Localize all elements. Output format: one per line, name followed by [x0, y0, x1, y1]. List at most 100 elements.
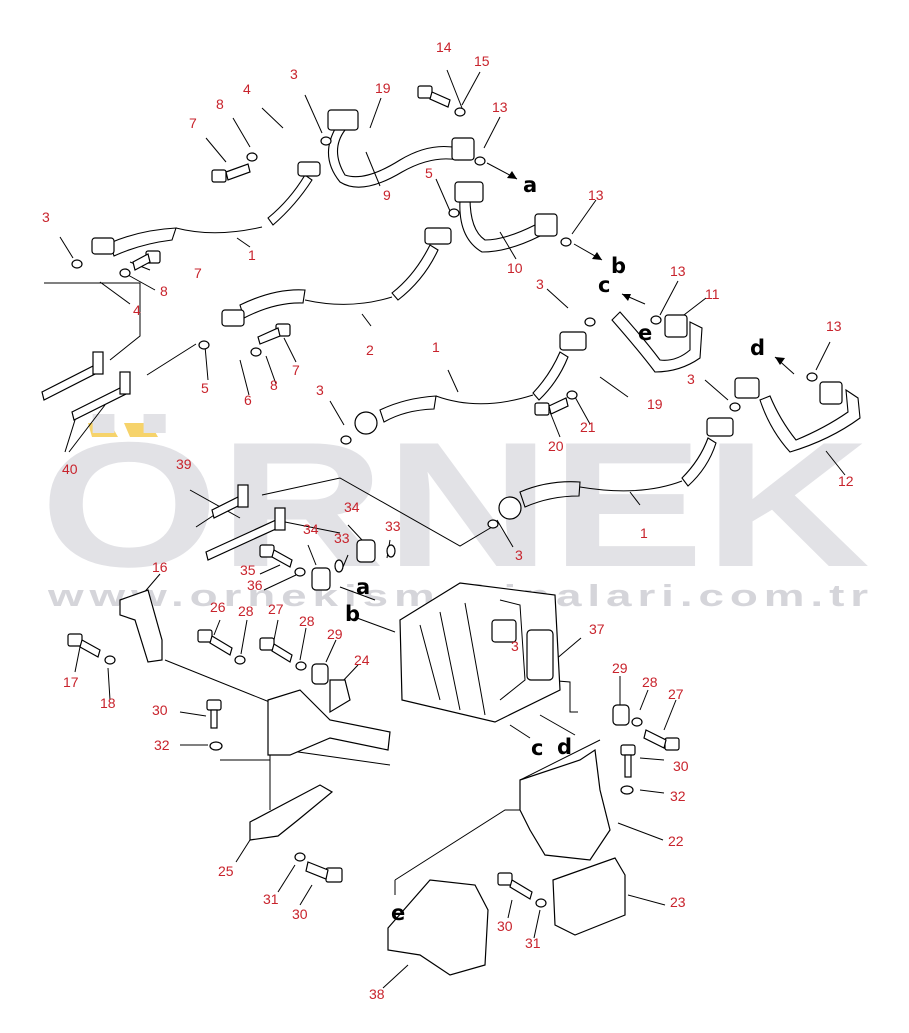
callout-label: 39: [176, 456, 192, 472]
callout-label: 8: [270, 377, 278, 393]
callout-label: 21: [580, 419, 596, 435]
callout-label: 22: [668, 833, 684, 849]
callout-label: 2: [366, 342, 374, 358]
callout-label: 3: [536, 276, 544, 292]
callout-label: 38: [369, 986, 385, 1002]
pipe-12: [734, 377, 861, 453]
callout-label: 3: [511, 638, 519, 654]
callout-label: 13: [826, 318, 842, 334]
callout-label: 33: [385, 518, 401, 534]
callout-label: 17: [63, 674, 79, 690]
connection-letters: a b c e d a b c d e: [345, 171, 785, 925]
callout-label: 18: [100, 695, 116, 711]
callout-label: 16: [152, 559, 168, 575]
callout-label: 6: [244, 392, 252, 408]
pipe-40: [41, 351, 131, 421]
callout-label: 4: [133, 302, 141, 318]
watermark-brand: ÖRNEK: [40, 405, 870, 604]
callout-label: 30: [152, 702, 168, 718]
arrow-head: [622, 294, 631, 301]
connection-letter-a: a: [356, 575, 370, 599]
pipe-10: [454, 181, 558, 253]
hose-2: [221, 227, 452, 327]
connection-letter-e: e: [638, 321, 652, 345]
callout-label: 3: [316, 382, 324, 398]
callout-label: 32: [154, 737, 170, 753]
callout-label: 31: [263, 891, 279, 907]
callout-labels: 14 15 19 3 4 8 7 13 9 5 13 3 1 10 7 8 4 …: [42, 39, 854, 1002]
callout-label: 29: [612, 660, 628, 676]
callout-label: 1: [432, 339, 440, 355]
callout-label: 28: [642, 674, 658, 690]
connection-letter-e: e: [391, 901, 405, 925]
callout-label: 29: [327, 626, 343, 642]
connection-letter-d: d: [557, 735, 572, 759]
callout-label: 28: [299, 613, 315, 629]
callout-label: 13: [492, 99, 508, 115]
callout-label: 24: [354, 652, 370, 668]
callout-label: 31: [525, 935, 541, 951]
callout-label: 11: [705, 286, 720, 302]
callout-label: 4: [243, 81, 251, 97]
callout-label: 13: [588, 187, 604, 203]
pipe-9: [327, 109, 475, 188]
callout-label: 30: [497, 918, 513, 934]
callout-label: 12: [838, 473, 854, 489]
callout-label: 36: [247, 577, 263, 593]
callout-label: 19: [375, 80, 391, 96]
callout-label: 25: [218, 863, 234, 879]
callout-label: 30: [292, 906, 308, 922]
callout-label: 19: [647, 396, 663, 412]
callout-label: 7: [189, 115, 197, 131]
callout-label: 5: [201, 380, 209, 396]
callout-label: 34: [344, 499, 360, 515]
callout-label: 27: [268, 601, 284, 617]
callout-label: 3: [290, 66, 298, 82]
callout-label: 1: [248, 247, 256, 263]
callout-label: 40: [62, 461, 78, 477]
brackets: [119, 589, 626, 976]
callout-label: 8: [216, 96, 224, 112]
callout-label: 28: [238, 603, 254, 619]
callout-label: 8: [160, 283, 168, 299]
callout-label: 23: [670, 894, 686, 910]
callout-label: 3: [515, 547, 523, 563]
callout-label: 26: [210, 599, 226, 615]
pipe-11: [611, 311, 703, 373]
callout-label: 35: [240, 562, 256, 578]
callout-label: 27: [668, 686, 684, 702]
connection-letter-c: c: [531, 736, 543, 760]
watermark-accent-left: [88, 423, 118, 437]
connection-letter-b: b: [345, 602, 360, 626]
watermark-accent-right: [124, 423, 158, 437]
pipe-39: [205, 484, 286, 561]
callout-label: 3: [687, 371, 695, 387]
connection-letter-c: c: [598, 273, 610, 297]
connection-letter-a: a: [523, 173, 537, 197]
callout-label: 37: [589, 621, 605, 637]
fittings: [67, 85, 818, 908]
connection-letter-d: d: [750, 336, 765, 360]
callout-label: 30: [673, 758, 689, 774]
hose-1-middle: [354, 331, 587, 435]
arrow-head: [592, 252, 602, 260]
callout-label: 14: [436, 39, 452, 55]
callout-label: 33: [334, 530, 350, 546]
callout-label: 1: [640, 525, 648, 541]
watermark: ÖRNEK www.ornekismakinalari.com.tr: [40, 405, 870, 613]
callout-label: 10: [507, 260, 523, 276]
hose-1-upper: [91, 161, 321, 257]
callout-label: 13: [670, 263, 686, 279]
arrow-head: [507, 171, 517, 179]
callout-label: 9: [383, 187, 391, 203]
callout-label: 32: [670, 788, 686, 804]
callout-label: 34: [303, 521, 319, 537]
connection-letter-b: b: [611, 254, 626, 278]
hose-1-lower: [498, 417, 734, 520]
callout-label: 20: [548, 438, 564, 454]
callout-label: 3: [42, 209, 50, 225]
callout-label: 7: [292, 362, 300, 378]
arrow-head: [775, 357, 785, 365]
